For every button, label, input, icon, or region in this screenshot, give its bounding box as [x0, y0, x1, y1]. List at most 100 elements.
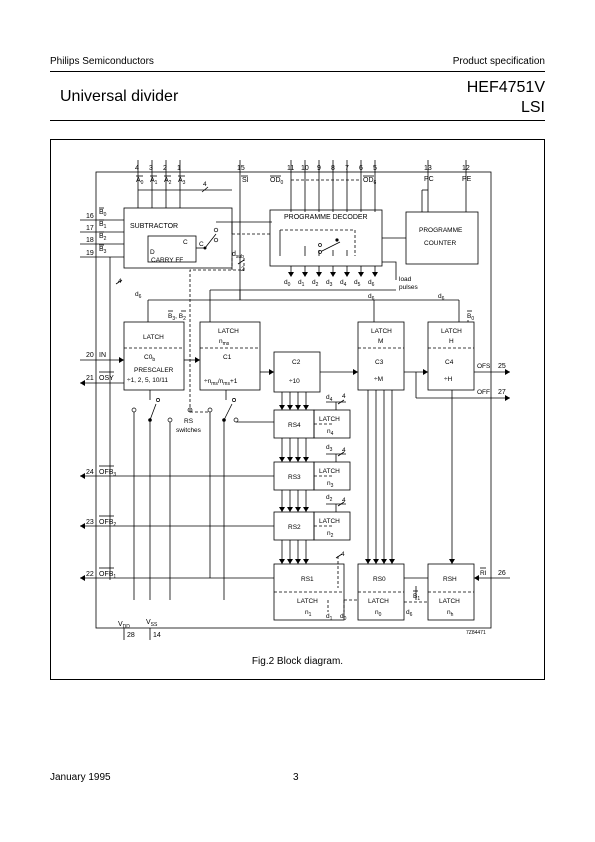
b0-label-right: B0 — [467, 313, 474, 322]
d4-label: d4 — [340, 279, 347, 288]
c3-latch-label: LATCH — [371, 328, 392, 335]
pin-in-label: IN — [99, 352, 106, 359]
pin-12: 12 — [462, 165, 470, 172]
pin-11: 11 — [287, 165, 294, 172]
c1-nms: nms — [219, 338, 230, 347]
pin-6: 6 — [359, 165, 363, 172]
pin-b2-label: B2 — [99, 233, 107, 242]
prescaler-block: LATCH C0b PRESCALER ÷1, 2, 5, 10/11 — [123, 321, 185, 391]
rs0-n: n0 — [375, 609, 382, 618]
pin-13: 13 — [424, 165, 432, 172]
pin-7: 7 — [345, 165, 349, 172]
pin-8: 8 — [331, 165, 335, 172]
pin-2: 2 — [163, 165, 167, 172]
rsh-block: RSH LATCH nh — [427, 563, 475, 621]
pin-17: 17 — [86, 225, 94, 232]
rs1-n: n1 — [305, 609, 312, 618]
c2-label: C2 — [292, 359, 301, 366]
d6-label: d6 — [368, 279, 375, 288]
load-label-2: pulses — [399, 284, 419, 291]
part-family: LSI — [520, 99, 545, 116]
footer-date: January 1995 — [50, 772, 111, 783]
pin-b3-label: B3 — [99, 246, 107, 255]
rs2-label: RS2 — [288, 524, 301, 531]
pin-od0-label: OD0 — [270, 177, 284, 186]
programme-counter-block: PROGRAMME COUNTER — [382, 211, 479, 265]
pin-16: 16 — [86, 213, 94, 220]
rs3-label: RS3 — [288, 474, 301, 481]
b1-label: B1 — [413, 593, 420, 602]
pin-ofs-label: OFS — [477, 363, 491, 370]
pin-26: 26 — [498, 570, 506, 577]
bus-4-top: 4 — [203, 181, 207, 188]
pin-18: 18 — [86, 237, 94, 244]
rsh-latch-label: LATCH — [439, 598, 460, 605]
c3-to-rs0 — [365, 390, 395, 564]
figure-caption: Fig.2 Block diagram. — [251, 656, 344, 667]
decoder-outputs: d0 d1 d2 d3 d4 d5 d6 load pulses — [284, 261, 419, 291]
pin-a3-label: A3 — [178, 177, 186, 186]
rs4-latch-label: LATCH — [319, 416, 340, 423]
subtractor-block: SUBTRACTOR D C CARRY FF C — [123, 207, 233, 269]
bus-2-label: 2 — [241, 266, 245, 273]
pin-pe-label: PE — [462, 176, 472, 183]
prescaler-div: ÷1, 2, 5, 10/11 — [127, 377, 168, 384]
document-title: Universal divider — [60, 88, 179, 105]
pin-15: 15 — [237, 165, 245, 172]
rs3-block: RS3 LATCH n3 d3 4 — [273, 444, 351, 491]
pin-pc-label: PC — [424, 176, 434, 183]
pin-osy-label: OSY — [99, 375, 114, 382]
c1-label: C1 — [223, 354, 232, 361]
rs4-block: RS4 LATCH n4 d4 4 — [273, 393, 351, 439]
pin-ofb1-label: OFB1 — [99, 571, 116, 580]
rs0-d6: d6 — [406, 609, 413, 618]
c3-div: ÷M — [374, 376, 383, 383]
c0b-label: C0b — [144, 354, 155, 363]
title-rule — [50, 120, 545, 121]
pin-21: 21 — [86, 375, 94, 382]
rs4-d4: d4 — [326, 394, 333, 403]
pin-10: 10 — [301, 165, 309, 172]
pin-off-label: OFF — [477, 389, 490, 396]
c3-m: M — [378, 338, 383, 345]
part-title: HEF4751V LSI — [467, 78, 545, 118]
pin-a2-label: A2 — [164, 177, 172, 186]
rs0-latch-label: LATCH — [368, 598, 389, 605]
rs2-d2: d2 — [326, 494, 333, 503]
document-type: Product specification — [452, 56, 545, 67]
pin-3: 3 — [149, 165, 153, 172]
pin-ri-label: RI — [480, 570, 487, 577]
rs2-bus: 4 — [342, 497, 346, 504]
rs1-block: RS1 LATCH n1 — [273, 563, 345, 621]
d1-label: d1 — [298, 279, 305, 288]
prescaler-latch-label: LATCH — [143, 334, 164, 341]
programme-counter-label-1: PROGRAMME — [419, 227, 463, 234]
c1-latch-label: LATCH — [218, 328, 239, 335]
rs-switches-label-2: switches — [176, 427, 202, 434]
pin-4: 4 — [135, 165, 139, 172]
figure-code: 7Z84471 — [466, 630, 486, 636]
rsh-label: RSH — [443, 576, 457, 583]
pin-1: 1 — [177, 165, 181, 172]
rs4-label: RS4 — [288, 422, 301, 429]
rs0-label: RS0 — [373, 576, 386, 583]
pin-b1-label: B1 — [99, 221, 107, 230]
rs4-bus: 4 — [342, 393, 346, 400]
pin-b0-label: B0 — [99, 209, 107, 218]
pin-22: 22 — [86, 571, 94, 578]
d6-label-left: d6 — [135, 291, 142, 300]
pin-od6-label: OD6 — [363, 177, 377, 186]
rs3-bus: 4 — [342, 447, 346, 454]
pin-a0-label: A0 — [136, 177, 144, 186]
rs1-label: RS1 — [301, 576, 314, 583]
pin-a1-label: A1 — [150, 177, 158, 186]
pin-28: 28 — [127, 632, 135, 639]
rs-switches: RS switches — [131, 256, 274, 600]
d6-label-mid: d6 — [368, 293, 375, 302]
load-label-1: load — [399, 276, 412, 283]
rs4-n: n4 — [327, 428, 334, 437]
c4-div: ÷H — [444, 376, 453, 383]
subtractor-label: SUBTRACTOR — [130, 223, 178, 230]
d0-label: d0 — [284, 279, 291, 288]
